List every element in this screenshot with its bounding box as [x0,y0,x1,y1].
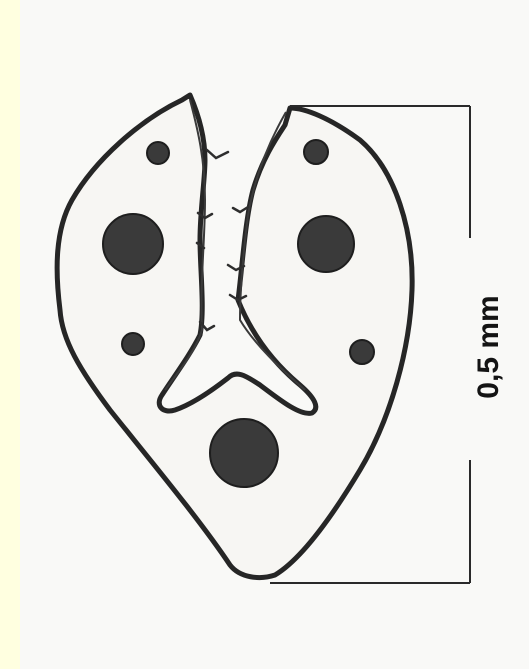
spot-large-left [103,214,163,274]
spot-small-right-bottom [350,340,374,364]
scale-bar-label: 0,5 mm [472,295,505,398]
spot-large-right [298,216,354,272]
spot-small-left-top [147,142,169,164]
spot-large-bottom [210,419,278,487]
seed-outline [57,95,412,578]
spot-small-left-bottom [122,333,144,355]
spot-small-right-top [304,140,328,164]
